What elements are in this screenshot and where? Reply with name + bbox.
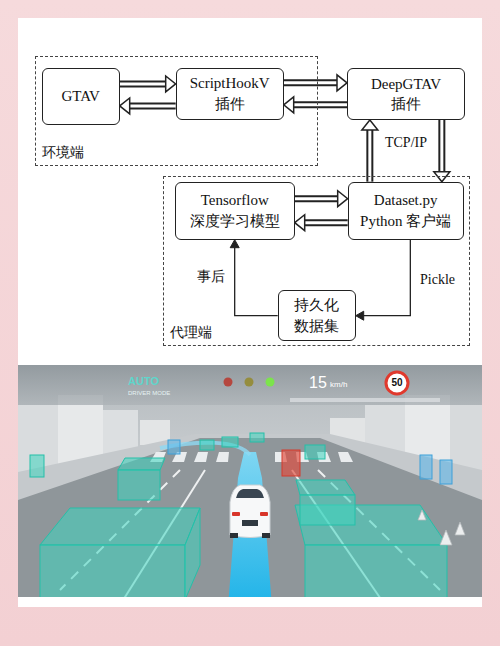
double-arrow (295, 191, 348, 207)
double-arrow (120, 76, 176, 92)
arrow-head (356, 311, 364, 320)
arrow-head (166, 76, 176, 92)
arrow-shaft-inner (368, 130, 371, 182)
process-box: Dataset.py Python 客户端 (348, 182, 464, 240)
double-arrow (120, 98, 176, 114)
double-arrow (295, 215, 348, 231)
arrow-head (338, 191, 348, 207)
arrow-shaft-inner (295, 197, 339, 200)
region-frame: 代理端 Tensorflow 深度学习模型 Dataset.py Python 客户… (163, 176, 470, 346)
box-label: DeepGTAV 插件 (360, 74, 452, 115)
arrow-head (120, 98, 130, 114)
arrow-head (295, 215, 305, 231)
speed-unit: km/h (330, 381, 347, 389)
arrow-shaft-outline (295, 195, 339, 202)
arrow-shaft-inner (120, 82, 167, 85)
arrow-head (230, 240, 239, 248)
arrow-shaft-inner (129, 104, 176, 107)
region-label: 环境端 (42, 144, 84, 162)
box-label: Tensorflow 深度学习模型 (185, 190, 285, 231)
arrow-head (337, 75, 347, 91)
speed-limit-number: 50 (391, 378, 402, 388)
arrow-shaft-outline (438, 120, 445, 172)
arrow-head (284, 97, 294, 113)
double-arrow (284, 75, 347, 91)
arrow-shaft-inner (293, 103, 347, 106)
process-box: Tensorflow 深度学习模型 (175, 182, 295, 240)
region-frame: 环境端 GTAV ScriptHookV 插件 (35, 56, 318, 166)
box-label: ScriptHookV 插件 (184, 73, 276, 114)
arrow-shaft-outline (366, 130, 373, 182)
edge-label: Pickle (418, 272, 457, 289)
double-arrow (434, 120, 450, 182)
arrow-shaft (363, 240, 410, 316)
arrow-shaft-outline (304, 219, 348, 226)
arrow-shaft-outline (120, 80, 167, 87)
box-label: Dataset.py Python 客户端 (356, 190, 456, 231)
box-label: 持久化 数据集 (292, 295, 342, 336)
edge-label: 事后 (195, 269, 227, 286)
process-box: GTAV (42, 68, 120, 125)
region-label: 代理端 (170, 324, 212, 342)
process-box: 持久化 数据集 (278, 290, 356, 341)
box-label: GTAV (61, 86, 100, 106)
process-box: ScriptHookV 插件 (176, 68, 284, 120)
arrow-shaft-inner (304, 221, 348, 224)
arrow-shaft-inner (284, 81, 338, 84)
arrow-shaft-outline (284, 79, 338, 86)
mode-sub-label: DRIVER MODE (128, 390, 170, 396)
mode-label: AUTO (128, 376, 159, 387)
autonomous-driving-illustration (18, 365, 482, 607)
arrow-shaft-outline (129, 102, 176, 109)
double-arrow (362, 120, 378, 182)
arrow-shaft-inner (440, 120, 443, 172)
process-box: DeepGTAV 插件 (347, 68, 465, 120)
flow-arrow (356, 240, 411, 321)
speed-value: 15 (309, 375, 327, 391)
edge-label: TCP/IP (383, 135, 429, 152)
arrow-shaft (235, 247, 278, 316)
arrow-head (362, 120, 378, 130)
double-arrow (284, 97, 347, 113)
arrow-shaft-outline (293, 101, 347, 108)
flow-arrow (230, 240, 278, 316)
